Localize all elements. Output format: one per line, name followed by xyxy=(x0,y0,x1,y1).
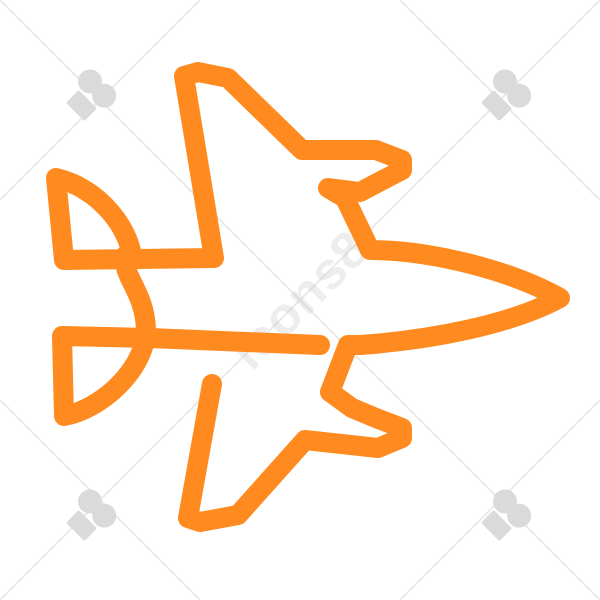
jet-body-outline xyxy=(46,62,570,532)
